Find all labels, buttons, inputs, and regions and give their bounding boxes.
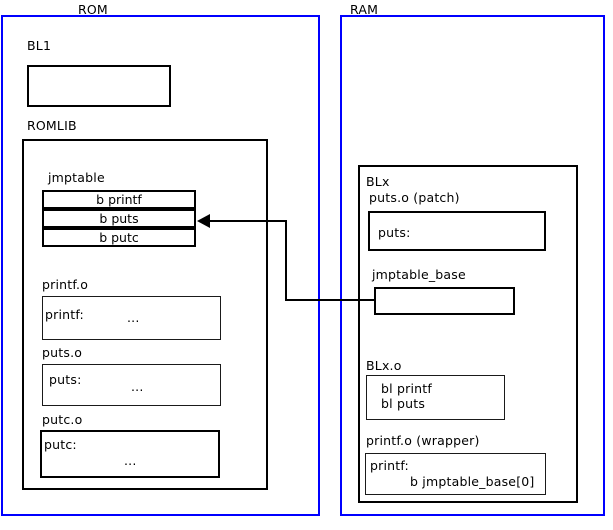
jmptable-entry-0: b printf: [42, 190, 196, 209]
rom-region: [1, 15, 320, 516]
blx-label: BLx: [366, 174, 390, 189]
puts-o-label: puts.o: [42, 345, 83, 360]
printf-wrapper-symbol: printf:: [370, 458, 409, 473]
jmptable-entry-2: b putc: [42, 228, 196, 247]
printf-o-ellipsis: ...: [127, 310, 140, 325]
bl1-label: BL1: [27, 38, 52, 53]
connector-segment-vertical: [285, 220, 287, 301]
printf-wrapper-box: printf: b jmptable_base[0]: [365, 453, 546, 495]
connector-arrowhead-icon: [197, 214, 210, 228]
printf-o-box: printf: ...: [42, 296, 221, 340]
puts-o-ellipsis: ...: [131, 379, 144, 394]
puts-patch-box: puts:: [368, 211, 546, 251]
printf-wrapper-label: printf.o (wrapper): [366, 433, 480, 448]
puts-patch-label: puts.o (patch): [369, 190, 460, 205]
connector-segment-horizontal-upper: [209, 220, 287, 222]
putc-o-label: putc.o: [42, 412, 83, 427]
puts-o-box: puts: ...: [42, 364, 221, 406]
ram-region: [340, 15, 605, 516]
romlib-label: ROMLIB: [27, 118, 77, 133]
jmptable-base-label: jmptable_base: [372, 267, 466, 282]
jmptable-label: jmptable: [48, 170, 105, 185]
printf-o-label: printf.o: [42, 277, 89, 292]
connector-segment-horizontal-lower: [285, 299, 375, 301]
printf-wrapper-branch: b jmptable_base[0]: [410, 474, 535, 489]
puts-o-symbol: puts:: [49, 372, 82, 387]
rom-region-label: ROM: [78, 2, 108, 17]
jmptable-base-box: [374, 287, 515, 315]
puts-patch-symbol: puts:: [378, 225, 411, 240]
printf-o-symbol: printf:: [45, 307, 84, 322]
putc-o-ellipsis: ...: [124, 453, 137, 468]
blx-o-box: bl printf bl puts: [366, 375, 505, 420]
blx-o-line2: bl puts: [381, 396, 426, 411]
putc-o-box: putc: ...: [40, 430, 220, 478]
ram-region-label: RAM: [350, 2, 379, 17]
bl1-box: [27, 65, 171, 107]
blx-o-label: BLx.o: [366, 358, 402, 373]
blx-o-line1: bl printf: [381, 381, 432, 396]
putc-o-symbol: putc:: [44, 437, 77, 452]
jmptable-entry-1: b puts: [42, 209, 196, 228]
